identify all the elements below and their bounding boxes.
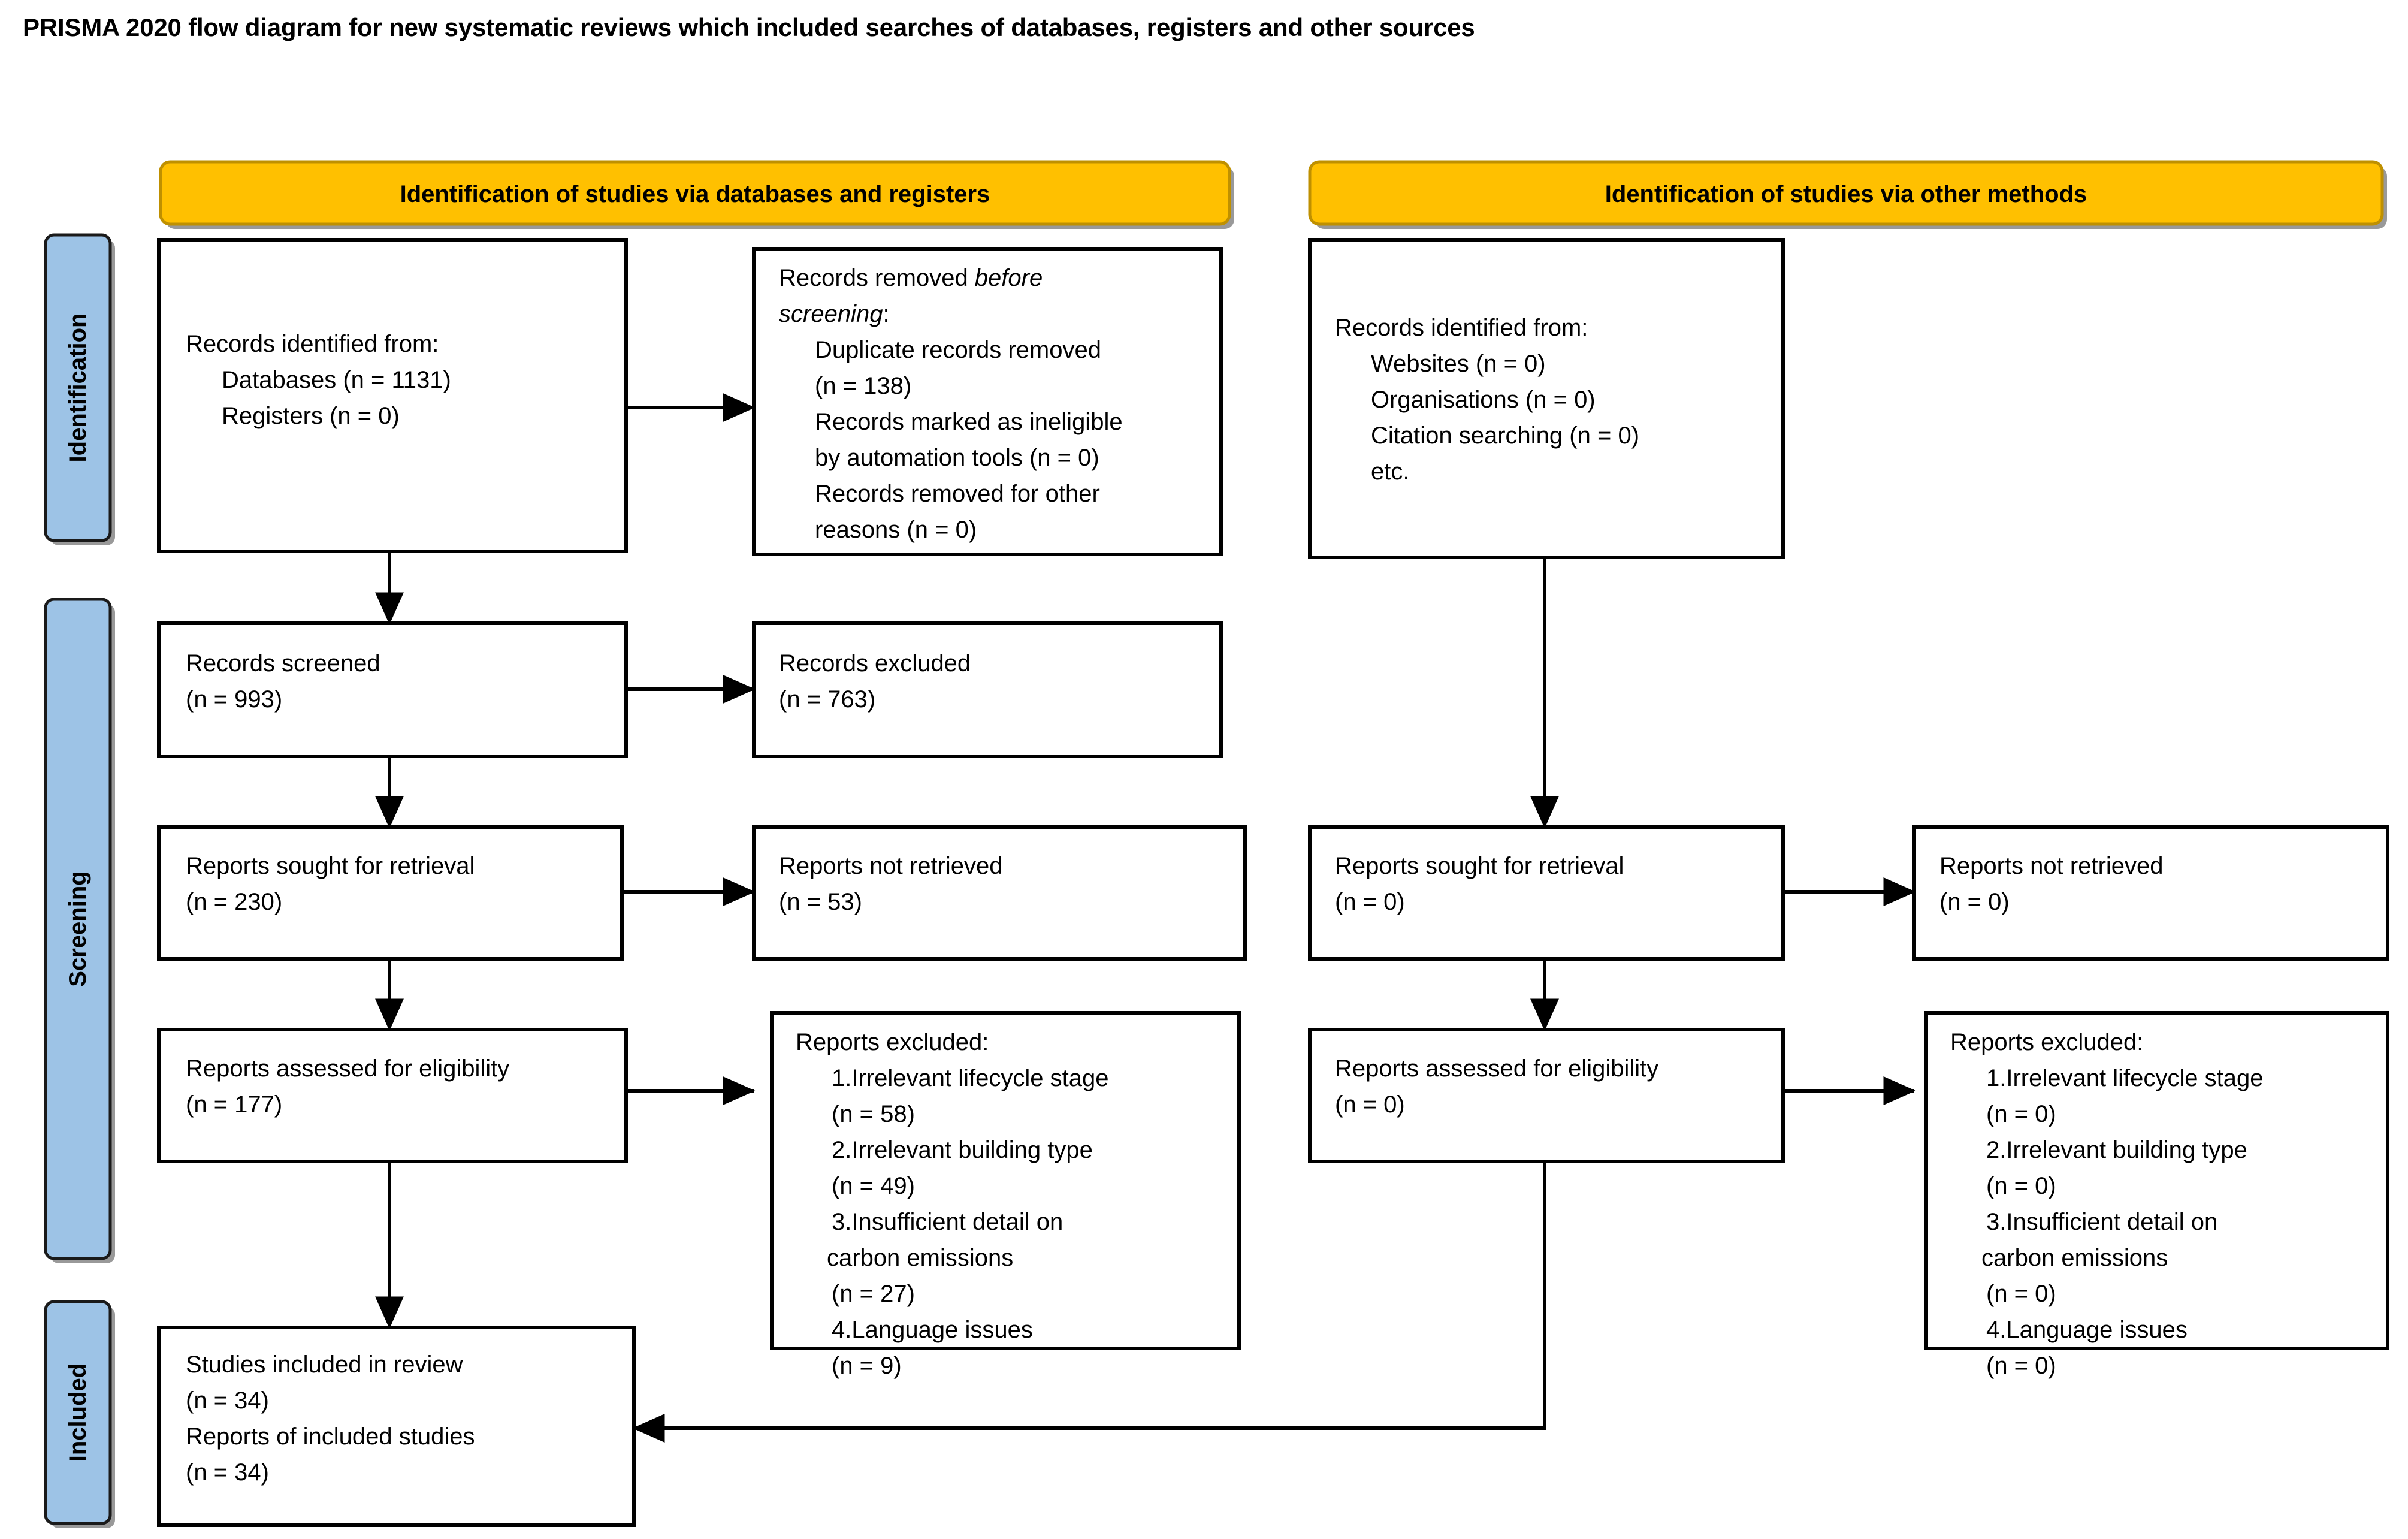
stage-band-screening-label: Screening <box>65 871 91 986</box>
box-line: Duplicate records removed <box>815 337 1101 363</box>
box-line: screening: <box>779 301 890 327</box>
box-line: Reports not retrieved <box>1939 853 2164 879</box>
box-line: (n = 0) <box>1986 1101 2056 1127</box>
stage-band-included: Included <box>44 1300 115 1528</box>
box-line: (n = 0) <box>1986 1173 2056 1199</box>
stage-band-identification: Identification <box>44 233 115 545</box>
box-line: by automation tools (n = 0) <box>815 445 1099 471</box>
box-line: carbon emissions <box>1981 1245 2168 1271</box>
stage-band-identification-label: Identification <box>65 313 91 463</box>
box-line: 4.Language issues <box>1986 1317 2188 1343</box>
box-line: Records screened <box>186 650 380 677</box>
box-line: Organisations (n = 0) <box>1371 387 1596 413</box>
box-line: (n = 177) <box>186 1091 282 1118</box>
box-line: Websites (n = 0) <box>1371 351 1546 377</box>
box-reports-excluded-other-methods: Reports excluded: 1.Irrelevant lifecycle… <box>1924 1011 2389 1379</box>
connector-other-to-included <box>632 1157 1546 1443</box>
box-line: (n = 49) <box>832 1173 915 1199</box>
page-title: PRISMA 2020 flow diagram for new systema… <box>23 13 1475 41</box>
box-line: Records excluded <box>779 650 971 677</box>
box-line: (n = 0) <box>1939 889 2010 915</box>
box-reports-excluded-databases: Reports excluded: 1.Irrelevant lifecycle… <box>770 1011 1241 1379</box>
box-line: (n = 763) <box>779 686 875 713</box>
box-reports-not-retrieved-other-methods: Reports not retrieved (n = 0) <box>1912 825 2389 961</box>
box-line: Studies included in review <box>186 1351 463 1378</box>
box-records-screened: Records screened (n = 993) <box>157 621 628 758</box>
box-line: (n = 0) <box>1986 1281 2056 1307</box>
box-line: Reports excluded: <box>1950 1029 2143 1055</box>
box-line: (n = 138) <box>815 373 911 399</box>
box-line: 1.Irrelevant lifecycle stage <box>1986 1065 2263 1091</box>
box-line: 3.Insufficient detail on <box>832 1209 1063 1235</box>
box-reports-assessed-databases: Reports assessed for eligibility (n = 17… <box>157 1028 628 1163</box>
box-records-identified-other-methods: Records identified from: Websites (n = 0… <box>1308 238 1785 559</box>
box-line: (n = 58) <box>832 1101 915 1127</box>
box-reports-sought-other-methods: Reports sought for retrieval (n = 0) <box>1308 825 1785 961</box>
box-line: 2.Irrelevant building type <box>1986 1137 2247 1163</box>
box-line: Records removed for other <box>815 481 1100 507</box>
header-bar-databases-registers: Identification of studies via databases … <box>159 160 1234 229</box>
box-line: (n = 34) <box>186 1459 269 1486</box>
box-line: (n = 9) <box>832 1353 902 1379</box>
box-studies-included-in-review: Studies included in review (n = 34) Repo… <box>157 1326 636 1527</box>
box-line: (n = 0) <box>1335 889 1405 915</box>
header-bar-other-methods: Identification of studies via other meth… <box>1308 160 2387 229</box>
stage-band-screening: Screening <box>44 598 115 1263</box>
box-line: Records marked as ineligible <box>815 409 1123 435</box>
box-line: Records removed before <box>779 265 1043 291</box>
box-line: Databases (n = 1131) <box>222 367 451 393</box>
box-line: (n = 27) <box>832 1281 915 1307</box>
box-line: 1.Irrelevant lifecycle stage <box>832 1065 1108 1091</box>
box-line: Citation searching (n = 0) <box>1371 423 1639 449</box>
header-bar-other-methods-label: Identification of studies via other meth… <box>1605 181 2087 207</box>
box-records-removed-before-screening: Records removed before screening: Duplic… <box>752 247 1223 556</box>
box-line: Reports not retrieved <box>779 853 1003 879</box>
box-line: Records identified from: <box>1335 315 1588 341</box>
box-line: (n = 230) <box>186 889 282 915</box>
box-line: Reports of included studies <box>186 1423 475 1450</box>
box-line: Registers (n = 0) <box>222 403 400 429</box>
box-line: carbon emissions <box>827 1245 1013 1271</box>
box-line: Reports excluded: <box>796 1029 989 1055</box>
box-line: Records identified from: <box>186 331 439 357</box>
box-reports-not-retrieved-databases: Reports not retrieved (n = 53) <box>752 825 1247 961</box>
box-line: 4.Language issues <box>832 1317 1033 1343</box>
box-line: (n = 0) <box>1335 1091 1405 1118</box>
box-line: 2.Irrelevant building type <box>832 1137 1093 1163</box>
header-bar-databases-registers-label: Identification of studies via databases … <box>400 181 990 207</box>
box-records-excluded: Records excluded (n = 763) <box>752 621 1223 758</box>
box-line: (n = 993) <box>186 686 282 713</box>
box-line: (n = 53) <box>779 889 862 915</box>
box-line: Reports sought for retrieval <box>1335 853 1624 879</box>
stage-band-included-label: Included <box>65 1363 91 1462</box>
box-reports-assessed-other-methods: Reports assessed for eligibility (n = 0) <box>1308 1028 1785 1163</box>
box-line: Reports sought for retrieval <box>186 853 475 879</box>
box-line: 3.Insufficient detail on <box>1986 1209 2217 1235</box>
box-line: (n = 34) <box>186 1387 269 1414</box>
box-records-identified-databases: Records identified from: Databases (n = … <box>157 238 628 553</box>
box-line: (n = 0) <box>1986 1353 2056 1379</box>
box-reports-sought-databases: Reports sought for retrieval (n = 230) <box>157 825 624 961</box>
box-line: reasons (n = 0) <box>815 517 977 543</box>
box-line: Reports assessed for eligibility <box>1335 1055 1658 1082</box>
box-line: Reports assessed for eligibility <box>186 1055 509 1082</box>
box-line: etc. <box>1371 458 1409 485</box>
